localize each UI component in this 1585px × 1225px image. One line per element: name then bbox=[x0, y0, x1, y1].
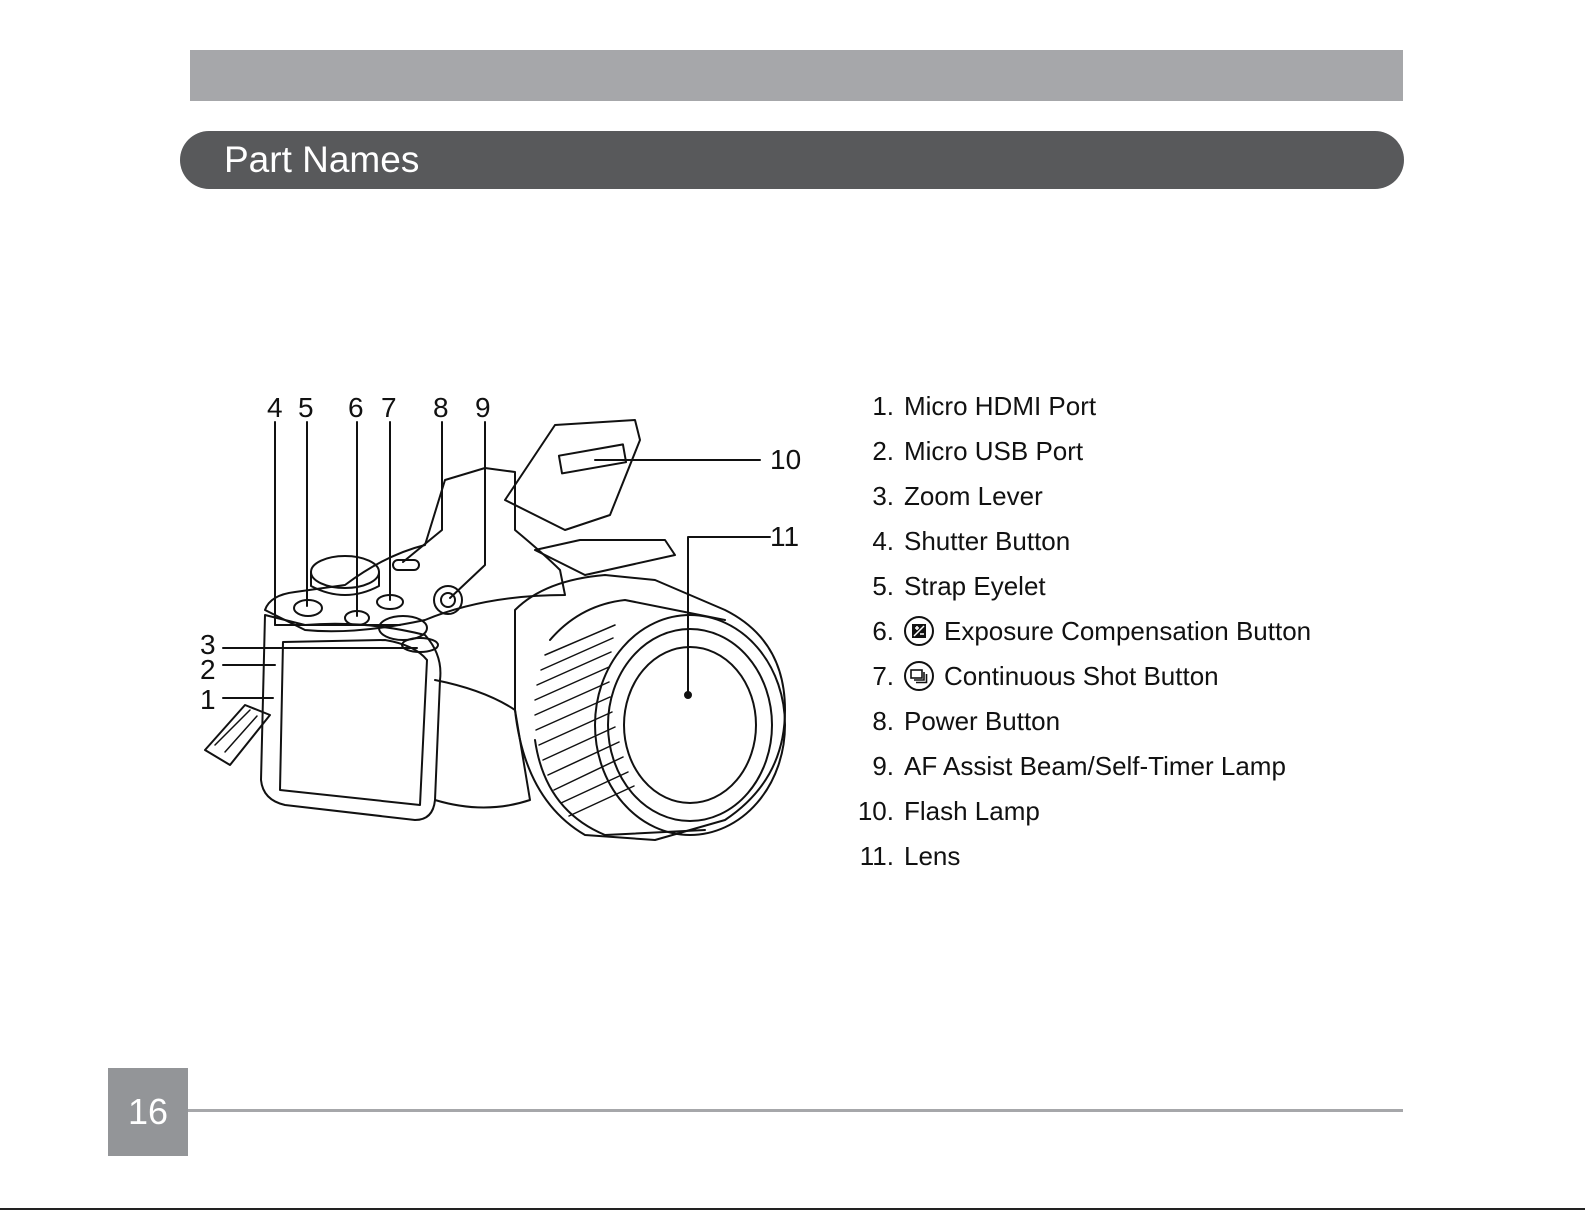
top-banner-bar bbox=[190, 50, 1403, 101]
page-number: 16 bbox=[128, 1091, 168, 1132]
callout-8: 8 bbox=[433, 393, 449, 423]
callout-7: 7 bbox=[381, 393, 397, 423]
list-item: 8.Power Button bbox=[850, 698, 1311, 743]
list-item: 10.Flash Lamp bbox=[850, 788, 1311, 833]
page-number-box: 16 bbox=[108, 1068, 188, 1156]
camera-diagram: 4 5 6 7 8 9 10 11 3 2 1 bbox=[185, 380, 825, 870]
flash-unit bbox=[505, 420, 640, 530]
callout-1: 1 bbox=[200, 685, 216, 715]
camera-illustration bbox=[185, 380, 825, 870]
lens-glass bbox=[624, 647, 756, 803]
flash-base bbox=[535, 540, 675, 575]
power-button-shape bbox=[393, 560, 419, 570]
mode-dial bbox=[311, 556, 379, 588]
camera-body-outline bbox=[265, 468, 565, 631]
callout-9: 9 bbox=[475, 393, 491, 423]
parts-list: 1.Micro HDMI Port 2.Micro USB Port 3.Zoo… bbox=[850, 383, 1311, 878]
list-item: 2.Micro USB Port bbox=[850, 428, 1311, 473]
list-item: 4.Shutter Button bbox=[850, 518, 1311, 563]
callout-6: 6 bbox=[348, 393, 364, 423]
continuous-shot-icon bbox=[904, 661, 934, 691]
callout-5: 5 bbox=[298, 393, 314, 423]
section-header: Part Names bbox=[180, 131, 1404, 189]
list-item: 3.Zoom Lever bbox=[850, 473, 1311, 518]
flash-lamp-window bbox=[559, 444, 626, 473]
list-item: 9.AF Assist Beam/Self-Timer Lamp bbox=[850, 743, 1311, 788]
leader-lines bbox=[223, 422, 770, 698]
list-item: 11.Lens bbox=[850, 833, 1311, 878]
list-item: 1.Micro HDMI Port bbox=[850, 383, 1311, 428]
callout-4: 4 bbox=[267, 393, 283, 423]
callout-2: 2 bbox=[200, 655, 216, 685]
list-item: 7. Continuous Shot Button bbox=[850, 653, 1311, 698]
lens-barrel-outer bbox=[515, 575, 785, 840]
exposure-compensation-icon bbox=[904, 616, 934, 646]
footer-rule bbox=[188, 1109, 1403, 1112]
list-item: 6. Exposure Compensation Button bbox=[850, 608, 1311, 653]
lens-inner-ring bbox=[608, 629, 772, 821]
grip-panel bbox=[280, 640, 427, 805]
callout-10: 10 bbox=[770, 445, 801, 475]
list-item: 5.Strap Eyelet bbox=[850, 563, 1311, 608]
section-title: Part Names bbox=[224, 139, 419, 180]
callout-11: 11 bbox=[770, 522, 799, 552]
bottom-edge-line bbox=[0, 1208, 1585, 1210]
grip-outline bbox=[261, 615, 440, 820]
